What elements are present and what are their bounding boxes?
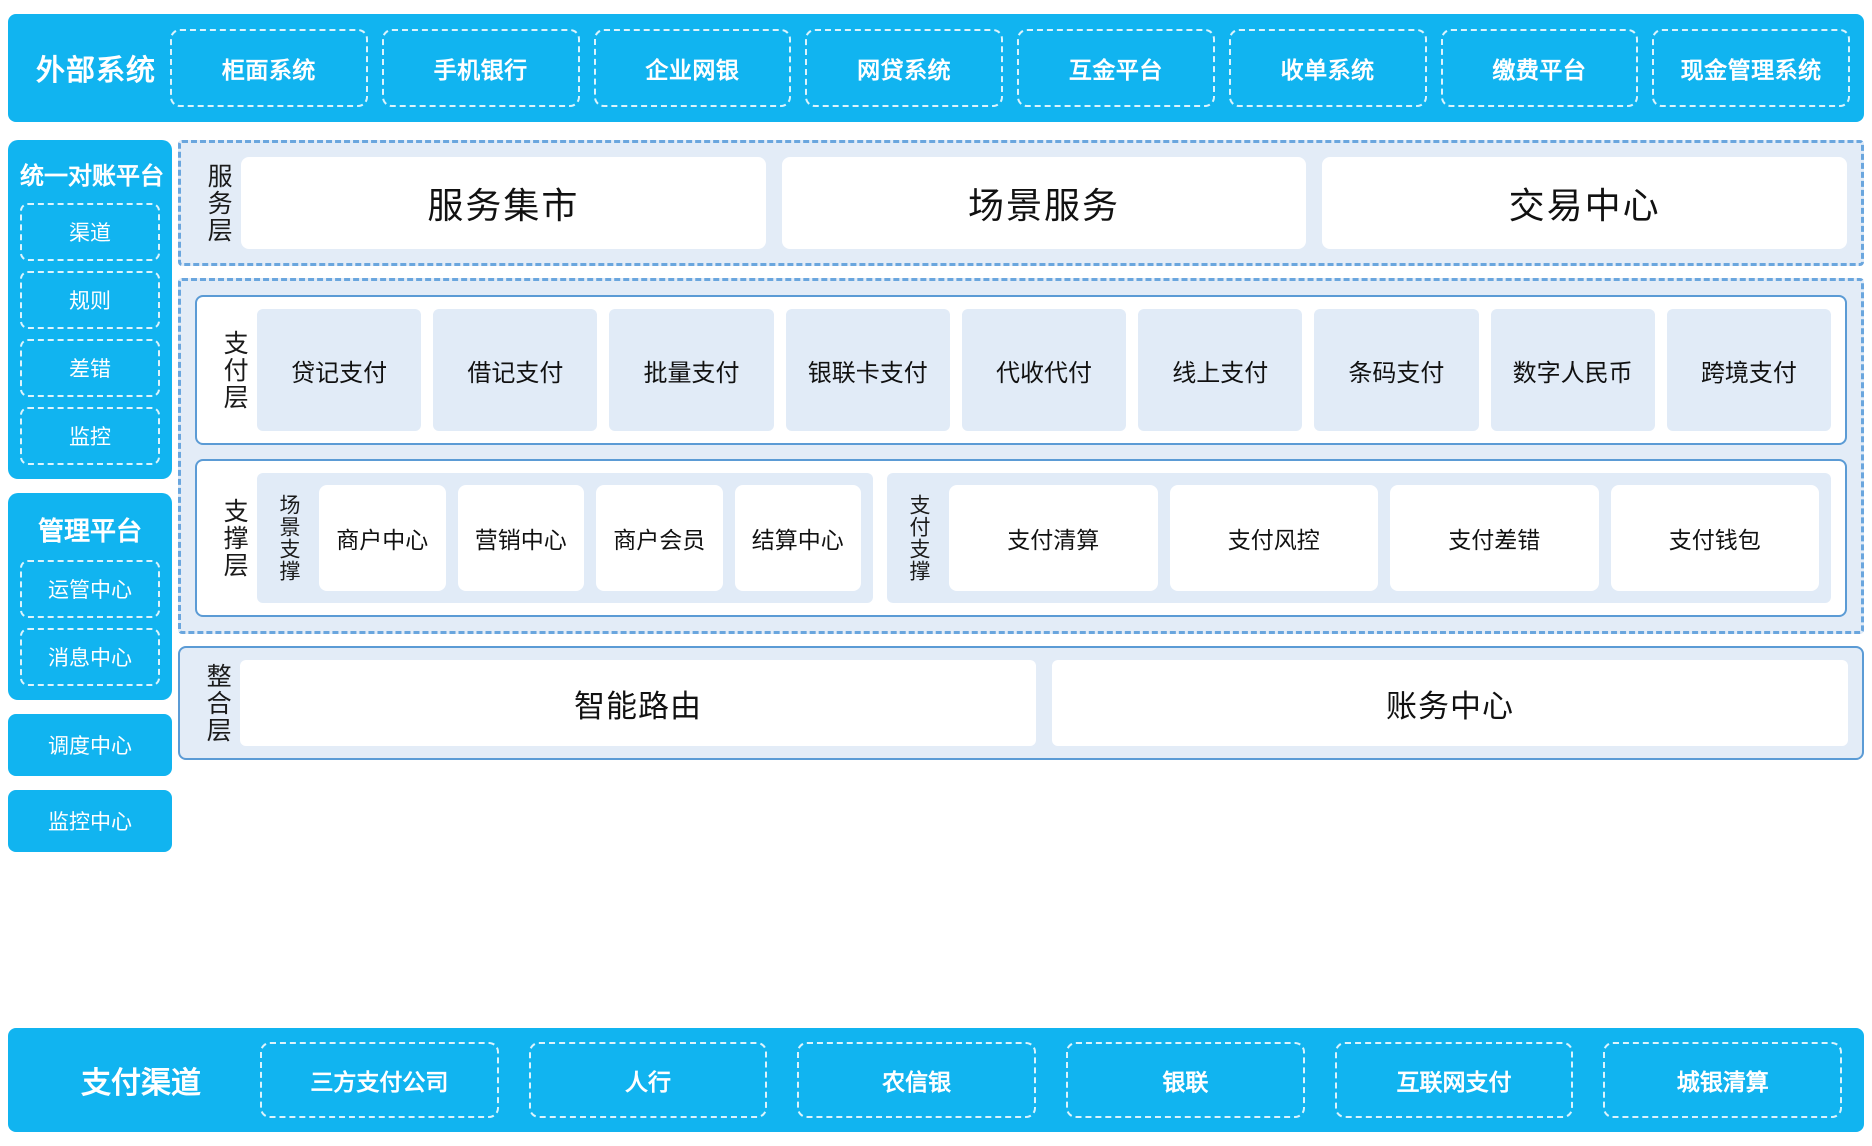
management-platform-title: 管理平台 [37,516,142,546]
support-layer-groups: 场景支撑 商户中心 营销中心 商户会员 结算中心 支付支撑 支付清算 [257,473,1831,603]
payment-channels-bar: 支付渠道 三方支付公司 人行 农信银 银联 互联网支付 城银清算 [8,1028,1864,1132]
payment-card-collection[interactable]: 代收代付 [961,309,1127,431]
integration-card-smart-routing[interactable]: 智能路由 [240,660,1036,746]
payment-support-block: 支付支撑 支付清算 支付风控 支付差错 支付钱包 [887,473,1831,603]
payment-card-cross-border[interactable]: 跨境支付 [1666,309,1831,431]
service-card-transaction[interactable]: 交易中心 [1322,157,1848,249]
external-systems-bar: 外部系统 柜面系统 手机银行 企业网银 网贷系统 互金平台 收单系统 缴费平台 … [8,14,1864,122]
integration-layer-panel: 整合层 智能路由 账务中心 [178,646,1864,760]
support-layer-row: 支撑层 场景支撑 商户中心 营销中心 商户会员 结算中心 [211,473,1831,603]
support-card-payment-error[interactable]: 支付差错 [1390,485,1599,591]
left-sidebar: 统一对账平台 渠道 规则 差错 监控 管理平台 运管中心 消息中心 调度中心 监… [8,140,172,866]
external-system-item[interactable]: 现金管理系统 [1652,29,1850,107]
support-layer-panel: 支撑层 场景支撑 商户中心 营销中心 商户会员 结算中心 [195,459,1847,617]
external-system-item[interactable]: 手机银行 [381,29,580,107]
external-systems-list: 柜面系统 手机银行 企业网银 网贷系统 互金平台 收单系统 缴费平台 现金管理系… [170,29,1850,107]
integration-layer-cards: 智能路由 账务中心 [240,660,1848,746]
payment-channel-item[interactable]: 农信银 [797,1042,1037,1118]
payment-layer-cards: 贷记支付 借记支付 批量支付 银联卡支付 代收代付 线上支付 条码支付 数字人民… [257,309,1831,431]
support-layer-label: 支撑层 [220,497,249,579]
payment-support-label: 支付支撑 [907,494,931,582]
external-system-item[interactable]: 柜面系统 [170,29,368,107]
recon-item-channel[interactable]: 渠道 [20,203,160,261]
recon-item-monitor[interactable]: 监控 [20,407,160,465]
payment-card-unionpay[interactable]: 银联卡支付 [785,309,950,431]
external-system-item[interactable]: 网贷系统 [805,29,1003,107]
support-card-marketing-center[interactable]: 营销中心 [457,485,584,591]
payment-channel-item[interactable]: 互联网支付 [1334,1042,1574,1118]
recon-item-error[interactable]: 差错 [20,339,160,397]
monitoring-center-box[interactable]: 监控中心 [8,790,172,852]
service-layer-label: 服务层 [204,162,233,244]
payment-channels-list: 三方支付公司 人行 农信银 银联 互联网支付 城银清算 [260,1042,1850,1118]
service-layer-row: 服务层 服务集市 场景服务 交易中心 [195,157,1848,249]
manage-item-message-center[interactable]: 消息中心 [20,628,160,686]
service-card-scene[interactable]: 场景服务 [781,157,1307,249]
external-systems-title: 外部系统 [35,55,156,87]
payment-card-debit[interactable]: 借记支付 [433,309,598,431]
payment-layer-label: 支付层 [220,329,249,411]
support-card-payment-wallet[interactable]: 支付钱包 [1610,485,1819,591]
service-layer-group: 服务层 服务集市 场景服务 交易中心 [178,140,1864,266]
service-card-market[interactable]: 服务集市 [241,157,766,249]
support-card-payment-risk[interactable]: 支付风控 [1169,485,1378,591]
support-card-settlement-center[interactable]: 结算中心 [734,485,861,591]
platform-layers: 服务层 服务集市 场景服务 交易中心 支付层 贷记支付 借记支付 批量支付 [178,140,1864,760]
integration-layer-label: 整合层 [203,662,232,744]
payment-support-group: 支付层 贷记支付 借记支付 批量支付 银联卡支付 代收代付 线上支付 条码支付 … [178,278,1864,634]
payment-layer-row: 支付层 贷记支付 借记支付 批量支付 银联卡支付 代收代付 线上支付 条码支付 … [211,309,1831,431]
recon-item-rule[interactable]: 规则 [20,271,160,329]
payment-channel-item[interactable]: 银联 [1066,1042,1305,1118]
payment-channel-item[interactable]: 人行 [528,1042,768,1118]
payment-layer-panel: 支付层 贷记支付 借记支付 批量支付 银联卡支付 代收代付 线上支付 条码支付 … [195,295,1847,445]
scene-support-block: 场景支撑 商户中心 营销中心 商户会员 结算中心 [257,473,873,603]
external-system-item[interactable]: 收单系统 [1228,29,1427,107]
support-card-merchant-center[interactable]: 商户中心 [319,485,446,591]
payment-card-digital-rmb[interactable]: 数字人民币 [1490,309,1655,431]
payment-card-online[interactable]: 线上支付 [1138,309,1303,431]
scene-support-cards: 商户中心 营销中心 商户会员 结算中心 [319,485,861,591]
scene-support-label: 场景支撑 [277,494,301,582]
payment-card-credit[interactable]: 贷记支付 [257,309,422,431]
payment-card-barcode[interactable]: 条码支付 [1314,309,1479,431]
payment-channels-title: 支付渠道 [81,1067,201,1100]
management-platform-panel: 管理平台 运管中心 消息中心 [8,493,172,700]
service-layer-cards: 服务集市 场景服务 交易中心 [241,157,1848,249]
manage-item-operations-center[interactable]: 运管中心 [20,560,160,618]
external-system-item[interactable]: 互金平台 [1017,29,1215,107]
payment-channel-item[interactable]: 三方支付公司 [260,1042,499,1118]
integration-card-accounting-center[interactable]: 账务中心 [1052,660,1848,746]
support-card-merchant-member[interactable]: 商户会员 [596,485,723,591]
payment-channel-item[interactable]: 城银清算 [1603,1042,1843,1118]
reconciliation-platform-title: 统一对账平台 [20,163,164,190]
external-system-item[interactable]: 企业网银 [593,29,792,107]
scheduling-center-box[interactable]: 调度中心 [8,714,172,776]
payment-card-batch[interactable]: 批量支付 [609,309,774,431]
payment-support-cards: 支付清算 支付风控 支付差错 支付钱包 [949,485,1819,591]
reconciliation-platform-panel: 统一对账平台 渠道 规则 差错 监控 [8,140,172,479]
support-card-payment-clearing[interactable]: 支付清算 [949,485,1158,591]
external-system-item[interactable]: 缴费平台 [1440,29,1639,107]
